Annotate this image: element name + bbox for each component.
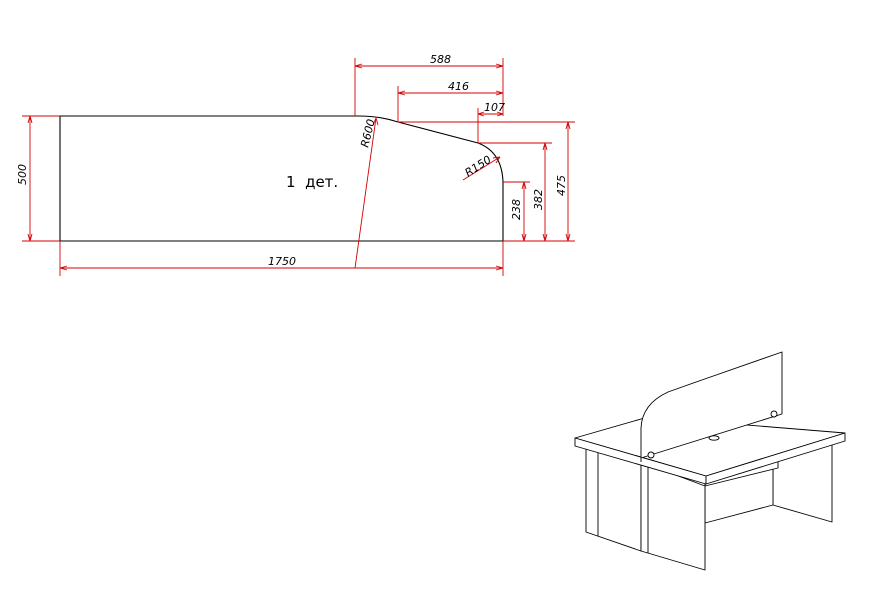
desk-isometric-view [574, 351, 846, 571]
dimension-238: 238 [503, 181, 575, 242]
screen-bracket-right [770, 410, 778, 418]
desk-leg-center [640, 461, 706, 571]
dimension-382-label: 382 [532, 189, 545, 210]
cable-grommet-icon [708, 435, 720, 441]
dimension-588-label: 588 [430, 53, 451, 66]
dimension-500: 500 [16, 115, 60, 242]
part-label: 1 дет. [286, 173, 338, 191]
dimension-107-label: 107 [484, 101, 505, 114]
radius-600-label: R600 [358, 118, 378, 149]
desk-screen-panel [640, 351, 783, 459]
dimension-588: 588 [354, 53, 504, 116]
dimension-238-label: 238 [510, 199, 523, 220]
radius-150: R150 [463, 153, 501, 181]
dimension-475-label: 475 [555, 175, 568, 196]
dimension-107: 107 [477, 101, 505, 143]
part-outline [59, 115, 504, 242]
dimension-416: 416 [397, 80, 504, 122]
dimension-500-label: 500 [16, 164, 29, 185]
dimension-475: 475 [398, 121, 575, 242]
radius-600: R600 [354, 118, 379, 269]
radius-150-label: R150 [463, 153, 494, 180]
screen-bracket-left [647, 451, 655, 459]
dimension-382: 382 [478, 142, 552, 242]
dimension-1750-label: 1750 [268, 255, 296, 268]
dimension-416-label: 416 [448, 80, 469, 93]
dimension-1750: 1750 [59, 241, 504, 276]
